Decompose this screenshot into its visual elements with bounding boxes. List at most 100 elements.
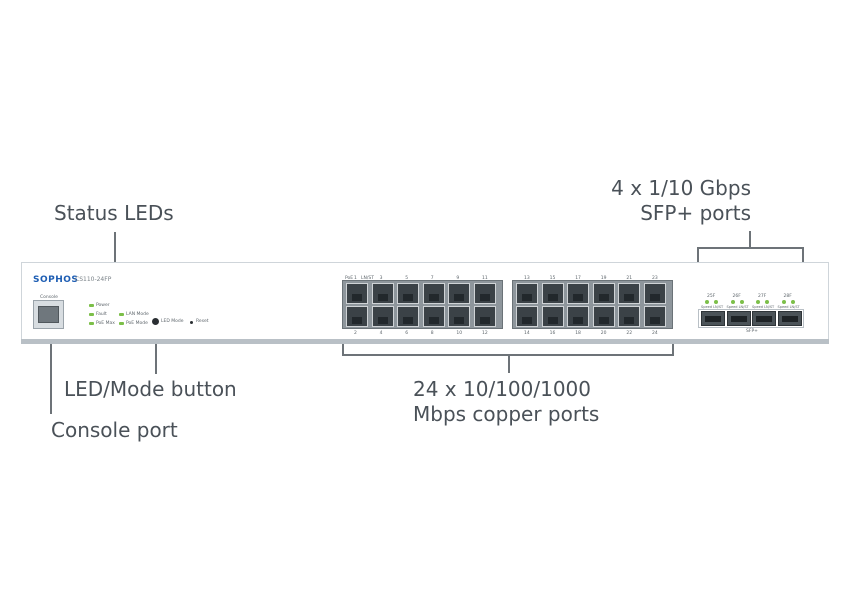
copper-port[interactable] <box>618 283 641 304</box>
copper-port[interactable] <box>541 283 564 304</box>
copper-bracket-left <box>342 340 344 355</box>
sfp-port[interactable] <box>777 311 802 326</box>
copper-port-number-bottom: 6 <box>405 331 409 336</box>
fault-led <box>89 313 94 316</box>
reset-button[interactable] <box>190 321 193 324</box>
console-leader <box>50 334 52 414</box>
copper-port[interactable] <box>346 283 368 304</box>
copper-port-number-top: 15 <box>549 276 556 281</box>
status-leds-callout: Status LEDs <box>54 201 174 225</box>
copper-port-number-bottom: 22 <box>626 331 633 336</box>
copper-port[interactable] <box>644 306 666 327</box>
reset-label: Reset <box>196 319 209 324</box>
copper-port[interactable] <box>618 306 641 327</box>
sfp-speed-label: Speed LN/ST <box>777 305 800 309</box>
poe-max-led-label: PoE Max <box>96 321 115 326</box>
copper-port-number-top: 21 <box>626 276 633 281</box>
sfp-ports-callout-line1: 4 x 1/10 Gbps <box>611 176 751 200</box>
copper-port[interactable] <box>541 306 564 327</box>
console-port-callout: Console port <box>51 418 178 442</box>
poe-mode-led-label: PoE Mode <box>126 321 148 326</box>
copper-bracket-vertical <box>508 354 510 373</box>
copper-port-number-bottom: 24 <box>652 331 658 336</box>
sfp-port-label: 25F <box>707 294 716 299</box>
copper-port-number-top: 19 <box>600 276 607 281</box>
sfp-port-label: 27F <box>758 294 767 299</box>
copper-port[interactable] <box>516 306 538 327</box>
copper-port[interactable] <box>474 306 496 327</box>
led-mode-leader <box>155 334 157 374</box>
copper-ports-callout-line1: 24 x 10/100/1000 <box>413 377 591 401</box>
copper-port[interactable] <box>371 306 394 327</box>
copper-port-number-top: 3 <box>379 276 383 281</box>
power-led-label: Power <box>96 303 110 308</box>
copper-port[interactable] <box>397 283 420 304</box>
copper-port-number-bottom: 10 <box>456 331 463 336</box>
copper-port[interactable] <box>474 283 496 304</box>
console-port-socket <box>38 306 59 323</box>
sfp-port-label: 26F <box>732 294 741 299</box>
sfp-speed-label: Speed LN/ST <box>752 305 775 309</box>
sfp-speed-label: Speed LN/ST <box>726 305 749 309</box>
poe-max-led <box>89 322 94 325</box>
copper-port-number-top: 9 <box>456 276 460 281</box>
copper-port[interactable] <box>592 283 615 304</box>
copper-port-number-bottom: 2 <box>354 331 357 336</box>
switch-panel-shadow <box>21 339 829 344</box>
model-label: CS110-24FP <box>75 276 112 283</box>
copper-port-number-top: 17 <box>575 276 581 281</box>
poe-prefix-label: PoE <box>345 276 354 281</box>
sfp-led <box>756 300 760 304</box>
copper-port[interactable] <box>448 283 471 304</box>
copper-port-number-bottom: 8 <box>430 331 434 336</box>
copper-port-number-bottom: 4 <box>379 331 383 336</box>
power-led <box>89 304 94 307</box>
brand-logo: SOPHOS <box>33 275 79 285</box>
copper-port[interactable] <box>567 306 590 327</box>
sfp-led <box>714 300 718 304</box>
led-mode-label: LED Mode <box>161 319 184 324</box>
copper-port-number-top: 5 <box>405 276 409 281</box>
copper-port[interactable] <box>346 306 368 327</box>
copper-port[interactable] <box>397 306 420 327</box>
copper-port[interactable] <box>448 306 471 327</box>
sfp-port[interactable] <box>701 311 725 326</box>
sfp-led <box>790 300 795 304</box>
lan-mode-led-label: LAN Mode <box>126 312 149 317</box>
sfp-ports-callout-line2: SFP+ ports <box>640 201 751 225</box>
sfp-led <box>705 300 709 304</box>
sfp-bracket-horizontal <box>697 247 804 249</box>
sfp-port[interactable] <box>726 311 751 326</box>
copper-port-number-top: 1 <box>354 276 357 281</box>
copper-port-number-top: 23 <box>652 276 658 281</box>
lan-mode-led <box>119 313 124 316</box>
sfp-port[interactable] <box>752 311 776 326</box>
copper-port[interactable] <box>422 283 445 304</box>
copper-ports-callout-line2: Mbps copper ports <box>413 402 600 426</box>
copper-port[interactable] <box>592 306 615 327</box>
sfp-port-label: 28F <box>783 294 792 299</box>
sfp-speed-label: Speed LN/ST <box>701 305 724 309</box>
sfp-led <box>739 300 744 304</box>
copper-port-number-top: 7 <box>430 276 434 281</box>
copper-port[interactable] <box>567 283 590 304</box>
console-port[interactable] <box>33 300 64 329</box>
sfp-group-label: SFP+ <box>746 329 758 334</box>
copper-bracket-right <box>672 340 674 355</box>
copper-port-number-top: 11 <box>482 276 488 281</box>
console-label: Console <box>40 295 58 300</box>
copper-port-number-bottom: 20 <box>600 331 607 336</box>
sfp-port-frame <box>698 309 804 328</box>
sfp-led <box>765 300 769 304</box>
fault-led-label: Fault <box>96 312 107 317</box>
copper-port[interactable] <box>644 283 666 304</box>
copper-port-number-top: 13 <box>524 276 530 281</box>
copper-port[interactable] <box>516 283 538 304</box>
sfp-led <box>730 300 735 304</box>
led-mode-button[interactable] <box>152 318 159 325</box>
copper-port[interactable] <box>371 283 394 304</box>
copper-port-number-bottom: 16 <box>549 331 556 336</box>
copper-port-number-bottom: 18 <box>575 331 581 336</box>
copper-port[interactable] <box>422 306 445 327</box>
copper-port-number-bottom: 14 <box>524 331 530 336</box>
